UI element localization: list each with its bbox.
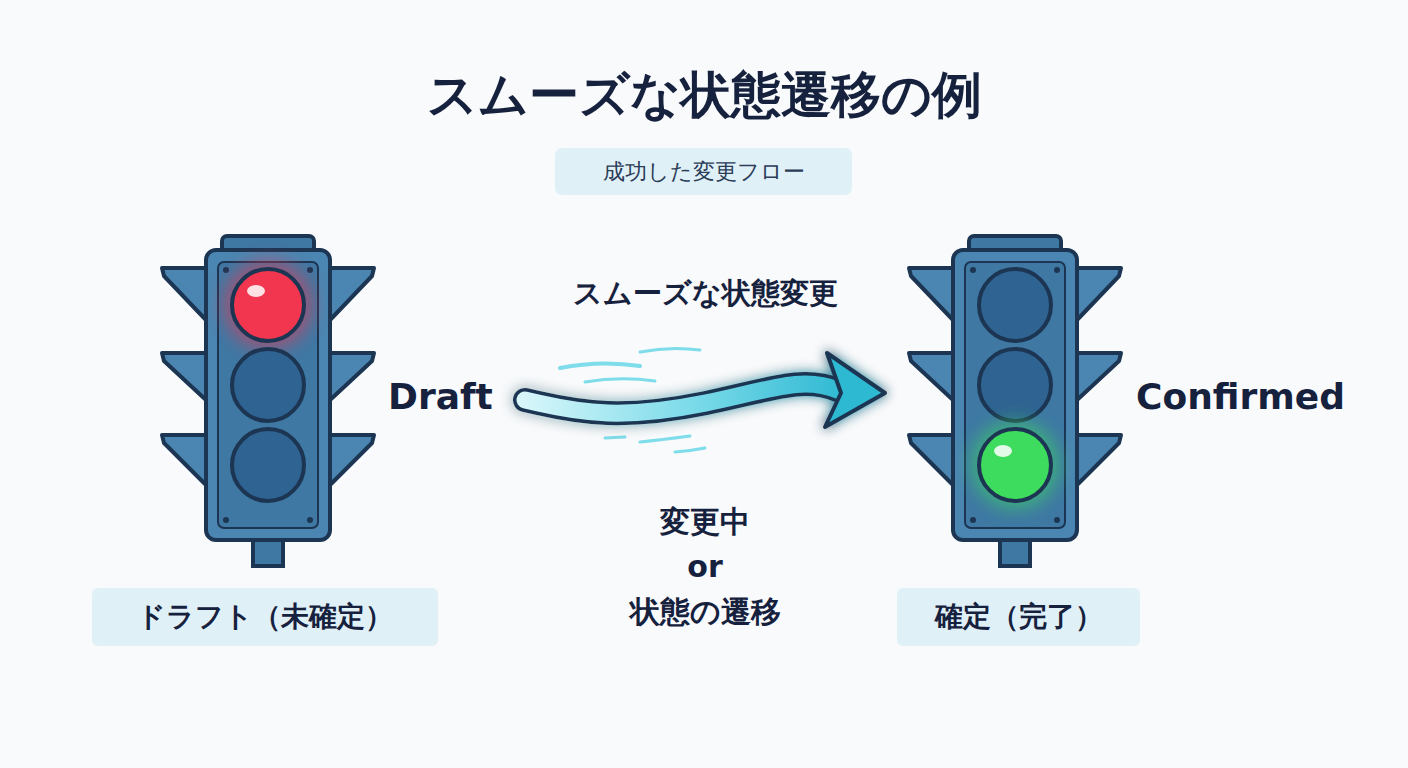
subtitle-text: 成功した変更フロー [555,148,852,195]
speed-line [640,436,690,442]
transition-note: 状態の遷移 [555,592,855,632]
visor-wing [162,353,208,400]
housing [206,250,330,540]
visor-wing [328,268,374,320]
transition-arrow [525,353,885,427]
visor-wing [328,353,374,400]
transition-note: or [555,547,855,587]
state-name: Draft [388,375,498,419]
speed-line [605,437,625,438]
screw [1054,267,1060,273]
arrow-outline [525,384,845,413]
housing [953,250,1077,540]
edge-label: スムーズな状態変更 [485,273,925,313]
visor-wing [1075,268,1121,320]
state-node: Draftドラフト（未確定） [160,236,500,566]
visor-wing [162,268,208,320]
state-name: Confirmed [1136,375,1346,419]
lamp [979,269,1051,341]
screw [970,517,976,523]
state-badge: 確定（完了） [897,588,1140,646]
lamp [232,429,304,501]
screw [223,267,229,273]
lamp-highlight [247,285,265,297]
lamp-glow [224,261,312,349]
arrow-head [825,353,885,427]
speed-line [560,363,640,368]
visor-wing [909,353,955,400]
speed-line [675,448,705,452]
visor-wing [1075,435,1121,485]
subtitle-badge: 成功した変更フロー [555,148,852,195]
screw [970,267,976,273]
arrow-body [525,384,845,413]
state-node: Confirmed確定（完了） [905,236,1345,566]
screw [1054,517,1060,523]
lamp-glow [971,421,1059,509]
visor-wing [909,268,955,320]
lamp [232,349,304,421]
face-plate [965,262,1065,528]
lamp-highlight [994,445,1012,457]
speed-line [640,348,700,352]
lamp [232,269,304,341]
transition-note: 変更中 [555,502,855,542]
screw [307,267,313,273]
visor-wing [1075,353,1121,400]
lamp [979,349,1051,421]
title: スムーズな状態遷移の例 [0,62,1408,129]
screw [223,517,229,523]
lamp [979,429,1051,501]
visor-wing [162,435,208,485]
visor-wing [909,435,955,485]
visor-wing [328,435,374,485]
screw [307,517,313,523]
speed-line [585,379,655,382]
state-badge: ドラフト（未確定） [92,588,438,646]
face-plate [218,262,318,528]
